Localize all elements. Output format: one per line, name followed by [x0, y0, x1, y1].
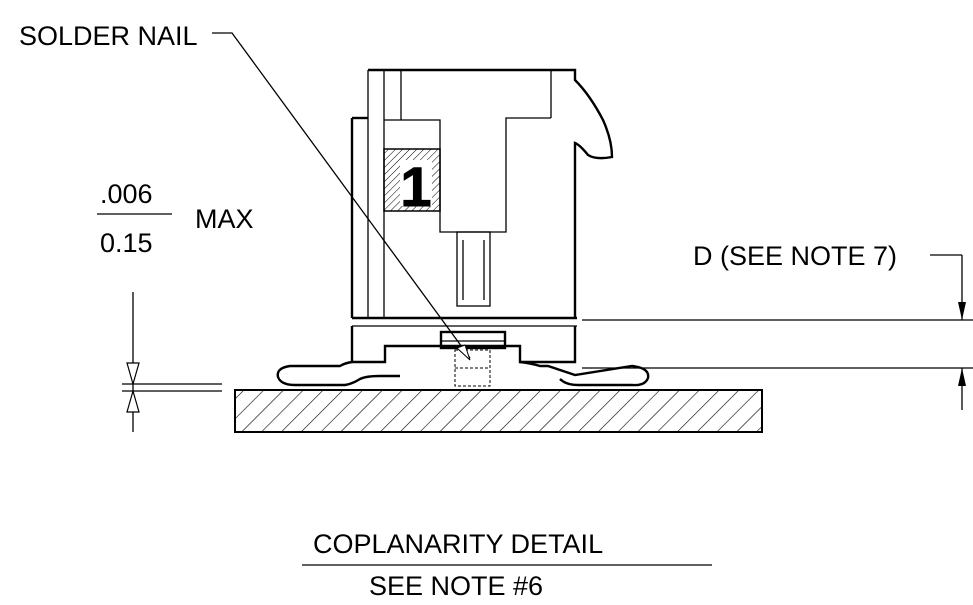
left-foot: [276, 360, 400, 387]
tolerance-mm: 0.15: [100, 228, 153, 258]
pin-one-label: 1: [400, 155, 431, 218]
pcb-board: [234, 389, 763, 433]
right-foot: [519, 360, 650, 387]
tolerance-suffix: MAX: [195, 204, 254, 234]
caption-subtitle: SEE NOTE #6: [369, 571, 543, 601]
pin-one-marker: 1: [383, 148, 441, 219]
coplanarity-dimension: [97, 213, 222, 432]
caption-title: COPLANARITY DETAIL: [313, 529, 603, 559]
solder-nail-leader: [212, 32, 471, 361]
d-dimension: [582, 254, 973, 410]
dimension-d-label: D (SEE NOTE 7): [693, 241, 897, 271]
tolerance-inches: .006: [100, 179, 153, 209]
connector-body: [350, 68, 614, 387]
solder-nail-label: SOLDER NAIL: [19, 21, 198, 51]
